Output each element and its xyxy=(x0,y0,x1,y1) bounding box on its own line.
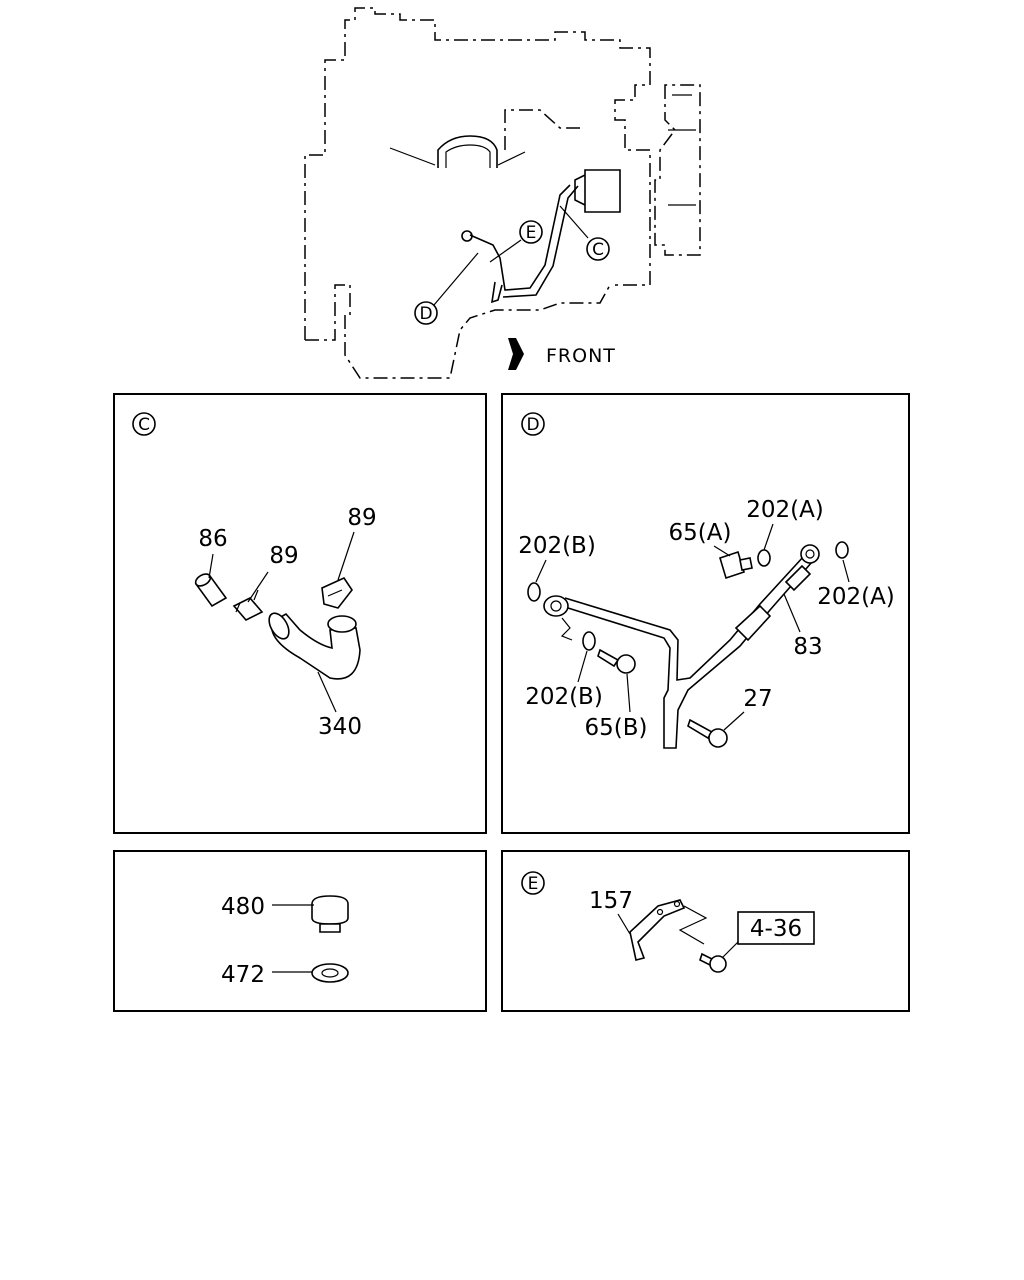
arrow-right-icon xyxy=(508,338,524,370)
panel-e: E 157 4-36 xyxy=(501,850,910,1012)
label-202b-bottom: 202(B) xyxy=(525,684,603,710)
panel-c-marker: C xyxy=(138,415,150,435)
label-480: 480 xyxy=(221,894,265,920)
label-65b: 65(B) xyxy=(585,715,648,741)
panel-c: C 86 89 89 340 xyxy=(113,393,487,834)
reference-label-4-36: 4-36 xyxy=(750,916,802,942)
part-157-bracket xyxy=(629,899,686,961)
label-86: 86 xyxy=(198,526,227,552)
panel-d: D 202(A) xyxy=(501,393,910,834)
callout-c-label: C xyxy=(592,240,604,260)
engine-overview: E C D FRONT xyxy=(304,7,701,379)
label-202a-right: 202(A) xyxy=(817,584,895,610)
front-label: FRONT xyxy=(546,345,616,367)
callout-d-label: D xyxy=(419,304,432,324)
label-83: 83 xyxy=(793,634,822,660)
label-27: 27 xyxy=(743,686,772,712)
label-202b-top: 202(B) xyxy=(518,533,596,559)
reference-box-4-36[interactable] xyxy=(737,911,815,945)
part-89-clip-top xyxy=(321,576,353,609)
part-65b-bolt xyxy=(597,648,636,674)
panel-plug: 480 472 xyxy=(113,850,487,1012)
label-65a: 65(A) xyxy=(669,520,732,546)
part-480-plug xyxy=(311,895,349,933)
part-340-hose xyxy=(268,612,361,680)
label-340: 340 xyxy=(318,714,362,740)
part-202b-washer-bottom xyxy=(582,631,596,651)
part-89-clip-left xyxy=(232,589,264,621)
label-89-top: 89 xyxy=(347,505,376,531)
callout-e-marker xyxy=(519,220,543,244)
part-bolt-e xyxy=(699,952,727,973)
part-202a-washer-top xyxy=(757,549,771,567)
part-202a-washer-right xyxy=(835,541,849,559)
callout-e-label: E xyxy=(526,223,537,243)
panel-d-marker: D xyxy=(526,415,539,435)
part-472-washer xyxy=(311,963,349,983)
callout-c-marker xyxy=(586,237,610,261)
part-202b-washer-top xyxy=(527,582,541,602)
part-27-bolt xyxy=(687,718,728,748)
label-89-left: 89 xyxy=(269,543,298,569)
part-65a-bolt xyxy=(719,550,753,580)
label-202a-top: 202(A) xyxy=(746,497,824,523)
part-83-oil-pipe xyxy=(543,544,820,749)
panel-e-marker: E xyxy=(528,874,539,894)
label-472: 472 xyxy=(221,962,265,988)
label-157: 157 xyxy=(589,888,633,914)
part-86-fitting xyxy=(194,573,228,608)
callout-d-marker xyxy=(414,301,438,325)
